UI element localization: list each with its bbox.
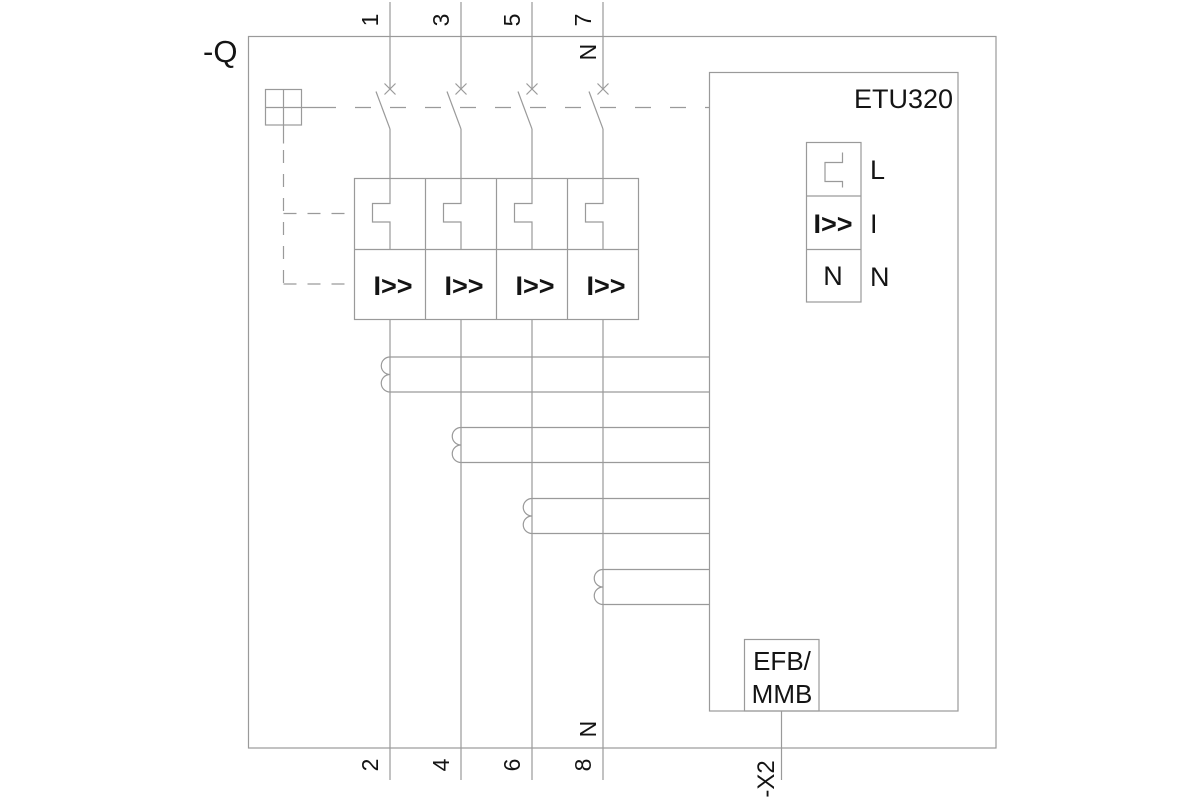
- etu-row-label-N: N: [870, 262, 890, 292]
- pole3-current-transformer-coil-icon: [522, 497, 710, 535]
- pole4-contact-cross-icon: [597, 83, 609, 95]
- etu-cell-instantaneous: I>>: [813, 209, 852, 239]
- etu-frame: [708, 71, 959, 712]
- pole2-contact-cross-icon: [455, 83, 467, 95]
- pole2-instantaneous-label: I>>: [444, 271, 483, 301]
- etu-box: [708, 71, 959, 780]
- etu-row-label-L: L: [870, 155, 885, 185]
- terminal-label-3: 3: [428, 14, 454, 27]
- neutral-label-bottom: N: [575, 721, 601, 738]
- pole3-contact-cross-icon: [526, 83, 538, 95]
- etu-long-time-icon: [824, 152, 844, 188]
- pole1-instantaneous-label: I>>: [373, 271, 412, 301]
- breaker-boundary: [247, 35, 997, 749]
- terminal-label-7: 7: [570, 14, 596, 27]
- etu-title: ETU320: [854, 84, 953, 114]
- pole-3: [513, 2, 710, 780]
- pole2-contact-blade: [446, 91, 462, 130]
- terminal-label-2: 2: [357, 759, 383, 772]
- pole-1: [371, 2, 710, 780]
- efb-label-line2: MMB: [752, 679, 813, 709]
- terminal-label-8: 8: [570, 759, 596, 772]
- pole2-current-transformer-coil-icon: [451, 426, 710, 464]
- etu-row-label-I: I: [870, 209, 878, 239]
- etu-cell-neutral: N: [823, 261, 843, 291]
- pole1-long-time-trip-symbol: [371, 129, 391, 250]
- terminal-block-designation: -X2: [753, 760, 780, 797]
- terminal-label-5: 5: [499, 14, 525, 27]
- etu-function-stack: [805, 141, 862, 303]
- terminal-label-6: 6: [499, 759, 525, 772]
- pole-2: [442, 2, 710, 780]
- pole4-current-transformer-coil-icon: [593, 568, 710, 606]
- pole1-current-transformer-coil-icon: [380, 356, 710, 393]
- pole3-contact-blade: [517, 91, 533, 130]
- neutral-label-top: N: [575, 44, 601, 61]
- terminal-label-1: 1: [357, 14, 383, 27]
- pole-4: [584, 2, 710, 780]
- pole4-contact-blade: [588, 91, 604, 130]
- pole4-long-time-trip-symbol: [584, 129, 604, 250]
- efb-label-line1: EFB/: [753, 646, 812, 676]
- trip-unit-block: [353, 177, 640, 321]
- operating-mechanism-icon: [264, 88, 320, 144]
- pole1-contact-blade: [375, 91, 391, 130]
- breaker-designation-label: -Q: [203, 34, 237, 69]
- pole3-long-time-trip-symbol: [513, 129, 533, 250]
- pole3-instantaneous-label: I>>: [515, 271, 554, 301]
- pole4-instantaneous-label: I>>: [586, 271, 625, 301]
- pole2-long-time-trip-symbol: [442, 129, 462, 250]
- terminal-label-4: 4: [428, 758, 454, 771]
- pole1-contact-cross-icon: [384, 83, 396, 95]
